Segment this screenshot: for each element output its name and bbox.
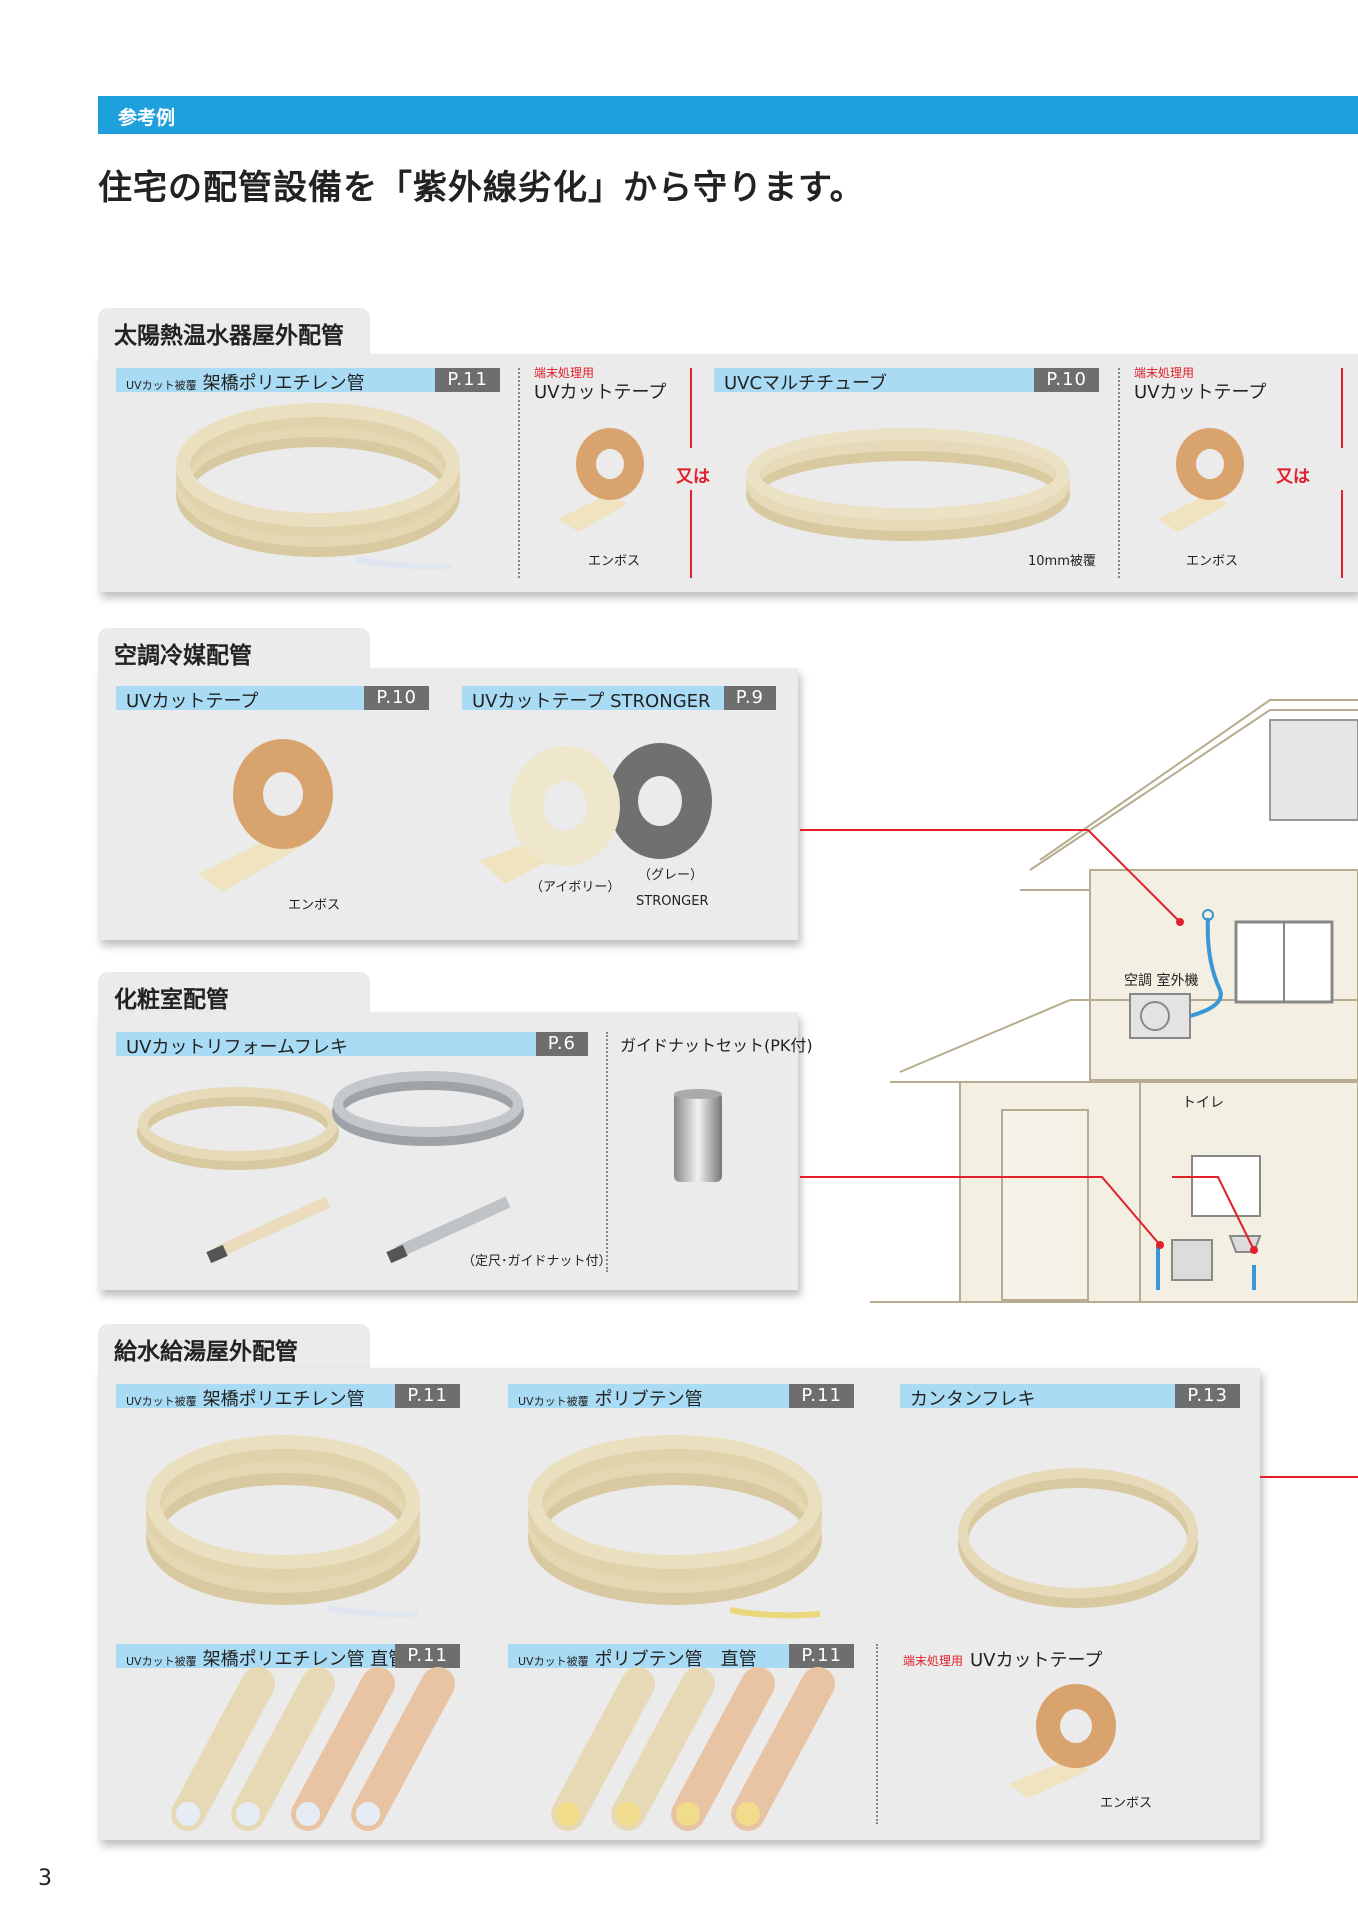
tape-roll-icon xyxy=(558,428,644,532)
house-illustration xyxy=(800,699,1358,1303)
panel-vanity: UVカットリフォームフレキ P.6 （定尺･ガイドナット付） ガイドナットセット… xyxy=(98,1012,813,1290)
page-badge: P.11 xyxy=(789,1644,854,1668)
page-badge: P.11 xyxy=(395,1384,460,1408)
multi-tube-caption: 10mm被覆 xyxy=(1028,554,1096,569)
label-name: ポリブテン管 直管 xyxy=(594,1649,757,1668)
page-headline: 住宅の配管設備を「紫外線劣化」から守ります。 xyxy=(98,168,865,208)
page-badge: P.11 xyxy=(395,1644,460,1668)
panel-water: UVカット被覆架橋ポリエチレン管 P.11 UVカット被覆ポリブテン管 P.11… xyxy=(98,1368,1260,1840)
tape-note: 端末処理用 xyxy=(1134,366,1195,380)
label-prefix: UVカット被覆 xyxy=(126,379,197,392)
divider xyxy=(518,368,520,578)
polybutene-coil-image xyxy=(528,1435,822,1619)
stronger-ivory-caption: （アイボリー） xyxy=(530,880,621,895)
section-title-aircon: 空調冷媒配管 xyxy=(114,643,252,669)
stronger-tape-icon xyxy=(480,743,712,884)
label-water-item2: UVカット被覆ポリブテン管 P.11 xyxy=(508,1384,854,1408)
label-name: ポリブテン管 xyxy=(594,1389,703,1408)
label-name: UVCマルチチューブ xyxy=(724,373,887,392)
coil-pipe-image xyxy=(146,1435,420,1618)
label-name: カンタンフレキ xyxy=(910,1389,1036,1408)
page-badge: P.13 xyxy=(1175,1384,1240,1408)
category-label: 参考例 xyxy=(118,107,176,129)
house-label-outdoor-unit: 空調 室外機 xyxy=(1124,973,1199,989)
label-name: UVカットリフォームフレキ xyxy=(126,1037,348,1056)
label-solar-item2: UVCマルチチューブ P.10 xyxy=(714,368,1099,392)
house-label-toilet: トイレ xyxy=(1182,1095,1224,1111)
or-line-top xyxy=(1341,368,1343,448)
page-badge: P.9 xyxy=(723,686,776,710)
section-title-vanity: 化粧室配管 xyxy=(114,987,229,1013)
or-line-top xyxy=(690,368,692,448)
straight-polybutene-image xyxy=(551,1667,835,1831)
label-prefix: UVカット被覆 xyxy=(126,1395,197,1408)
label-name: UVカットテープ xyxy=(126,691,259,710)
reform-flex-image xyxy=(137,1071,524,1264)
tape-note: 端末処理用 xyxy=(534,366,595,380)
label-name: 架橋ポリエチレン管 xyxy=(202,373,365,392)
tape-name: UVカットテープ xyxy=(1134,382,1267,403)
multi-tube-coil-image xyxy=(746,428,1070,541)
stronger-gray-caption: （グレー） xyxy=(638,868,704,883)
label-solar-item1: UVカット被覆架橋ポリエチレン管 P.11 xyxy=(116,368,500,392)
divider xyxy=(876,1644,878,1824)
or-line-bottom xyxy=(690,490,692,578)
label-name: 架橋ポリエチレン管 直管 xyxy=(202,1649,407,1668)
section-title-water: 給水給湯屋外配管 xyxy=(114,1339,298,1365)
guide-nut-name: ガイドナットセット(PK付) xyxy=(620,1036,813,1055)
label-vanity-item1: UVカットリフォームフレキ P.6 xyxy=(116,1032,588,1056)
page-badge: P.11 xyxy=(789,1384,854,1408)
section-title-solar: 太陽熱温水器屋外配管 xyxy=(114,323,344,349)
panel-aircon: UVカットテープ P.10 エンボス UVカットテープ STRONGER P.9… xyxy=(98,668,798,940)
page-badge: P.10 xyxy=(364,686,429,710)
label-water-item4: UVカット被覆架橋ポリエチレン管 直管 P.11 xyxy=(116,1644,460,1668)
tape-caption: エンボス xyxy=(588,554,641,569)
leader-line-water xyxy=(1260,1476,1358,1478)
stronger-caption: STRONGER xyxy=(636,894,709,909)
page-badge: P.10 xyxy=(1034,368,1099,392)
tape-name: UVカットテープ xyxy=(534,382,667,403)
label-water-item1: UVカット被覆架橋ポリエチレン管 P.11 xyxy=(116,1384,460,1408)
coil-pipe-image xyxy=(176,403,460,570)
section-tab-vanity: 化粧室配管 xyxy=(98,972,370,1018)
page-badge: P.6 xyxy=(535,1032,588,1056)
divider xyxy=(606,1032,608,1272)
label-prefix: UVカット被覆 xyxy=(126,1655,197,1668)
tape-roll-icon xyxy=(198,739,333,892)
tape-note: 端末処理用 xyxy=(903,1654,964,1668)
or-line-bottom xyxy=(1341,490,1343,578)
tape-caption: エンボス xyxy=(1186,554,1239,569)
reform-flex-caption: （定尺･ガイドナット付） xyxy=(462,1254,612,1269)
label-prefix: UVカット被覆 xyxy=(518,1655,589,1668)
category-bar: 参考例 xyxy=(98,96,1358,134)
divider xyxy=(1118,368,1120,578)
label-name: 架橋ポリエチレン管 xyxy=(202,1389,365,1408)
section-tab-solar: 太陽熱温水器屋外配管 xyxy=(98,308,370,354)
tape-name: UVカットテープ xyxy=(970,1650,1103,1671)
page-badge: P.11 xyxy=(435,368,500,392)
straight-pipe-image xyxy=(171,1667,455,1831)
guide-nut-icon xyxy=(674,1089,722,1182)
label-water-item5: UVカット被覆ポリブテン管 直管 P.11 xyxy=(508,1644,854,1668)
or-label: 又は xyxy=(1276,467,1310,487)
tape-caption: エンボス xyxy=(1100,1796,1153,1811)
panel-solar: UVカット被覆架橋ポリエチレン管 P.11 端末処理用 UVカットテープ エンボ… xyxy=(98,354,1358,592)
tape-roll-icon xyxy=(1158,428,1244,532)
tape-roll-icon xyxy=(1008,1684,1116,1798)
section-tab-aircon: 空調冷媒配管 xyxy=(98,628,370,674)
tape-caption: エンボス xyxy=(288,898,341,913)
page-number: 3 xyxy=(38,1866,52,1891)
or-label: 又は xyxy=(676,467,710,487)
kantan-flex-coil-image xyxy=(958,1468,1198,1608)
section-tab-water: 給水給湯屋外配管 xyxy=(98,1324,370,1370)
label-prefix: UVカット被覆 xyxy=(518,1395,589,1408)
label-aircon-item2: UVカットテープ STRONGER P.9 xyxy=(462,686,776,710)
label-water-item3: カンタンフレキ P.13 xyxy=(900,1384,1240,1408)
label-aircon-item1: UVカットテープ P.10 xyxy=(116,686,429,710)
label-name: UVカットテープ STRONGER xyxy=(472,691,711,710)
